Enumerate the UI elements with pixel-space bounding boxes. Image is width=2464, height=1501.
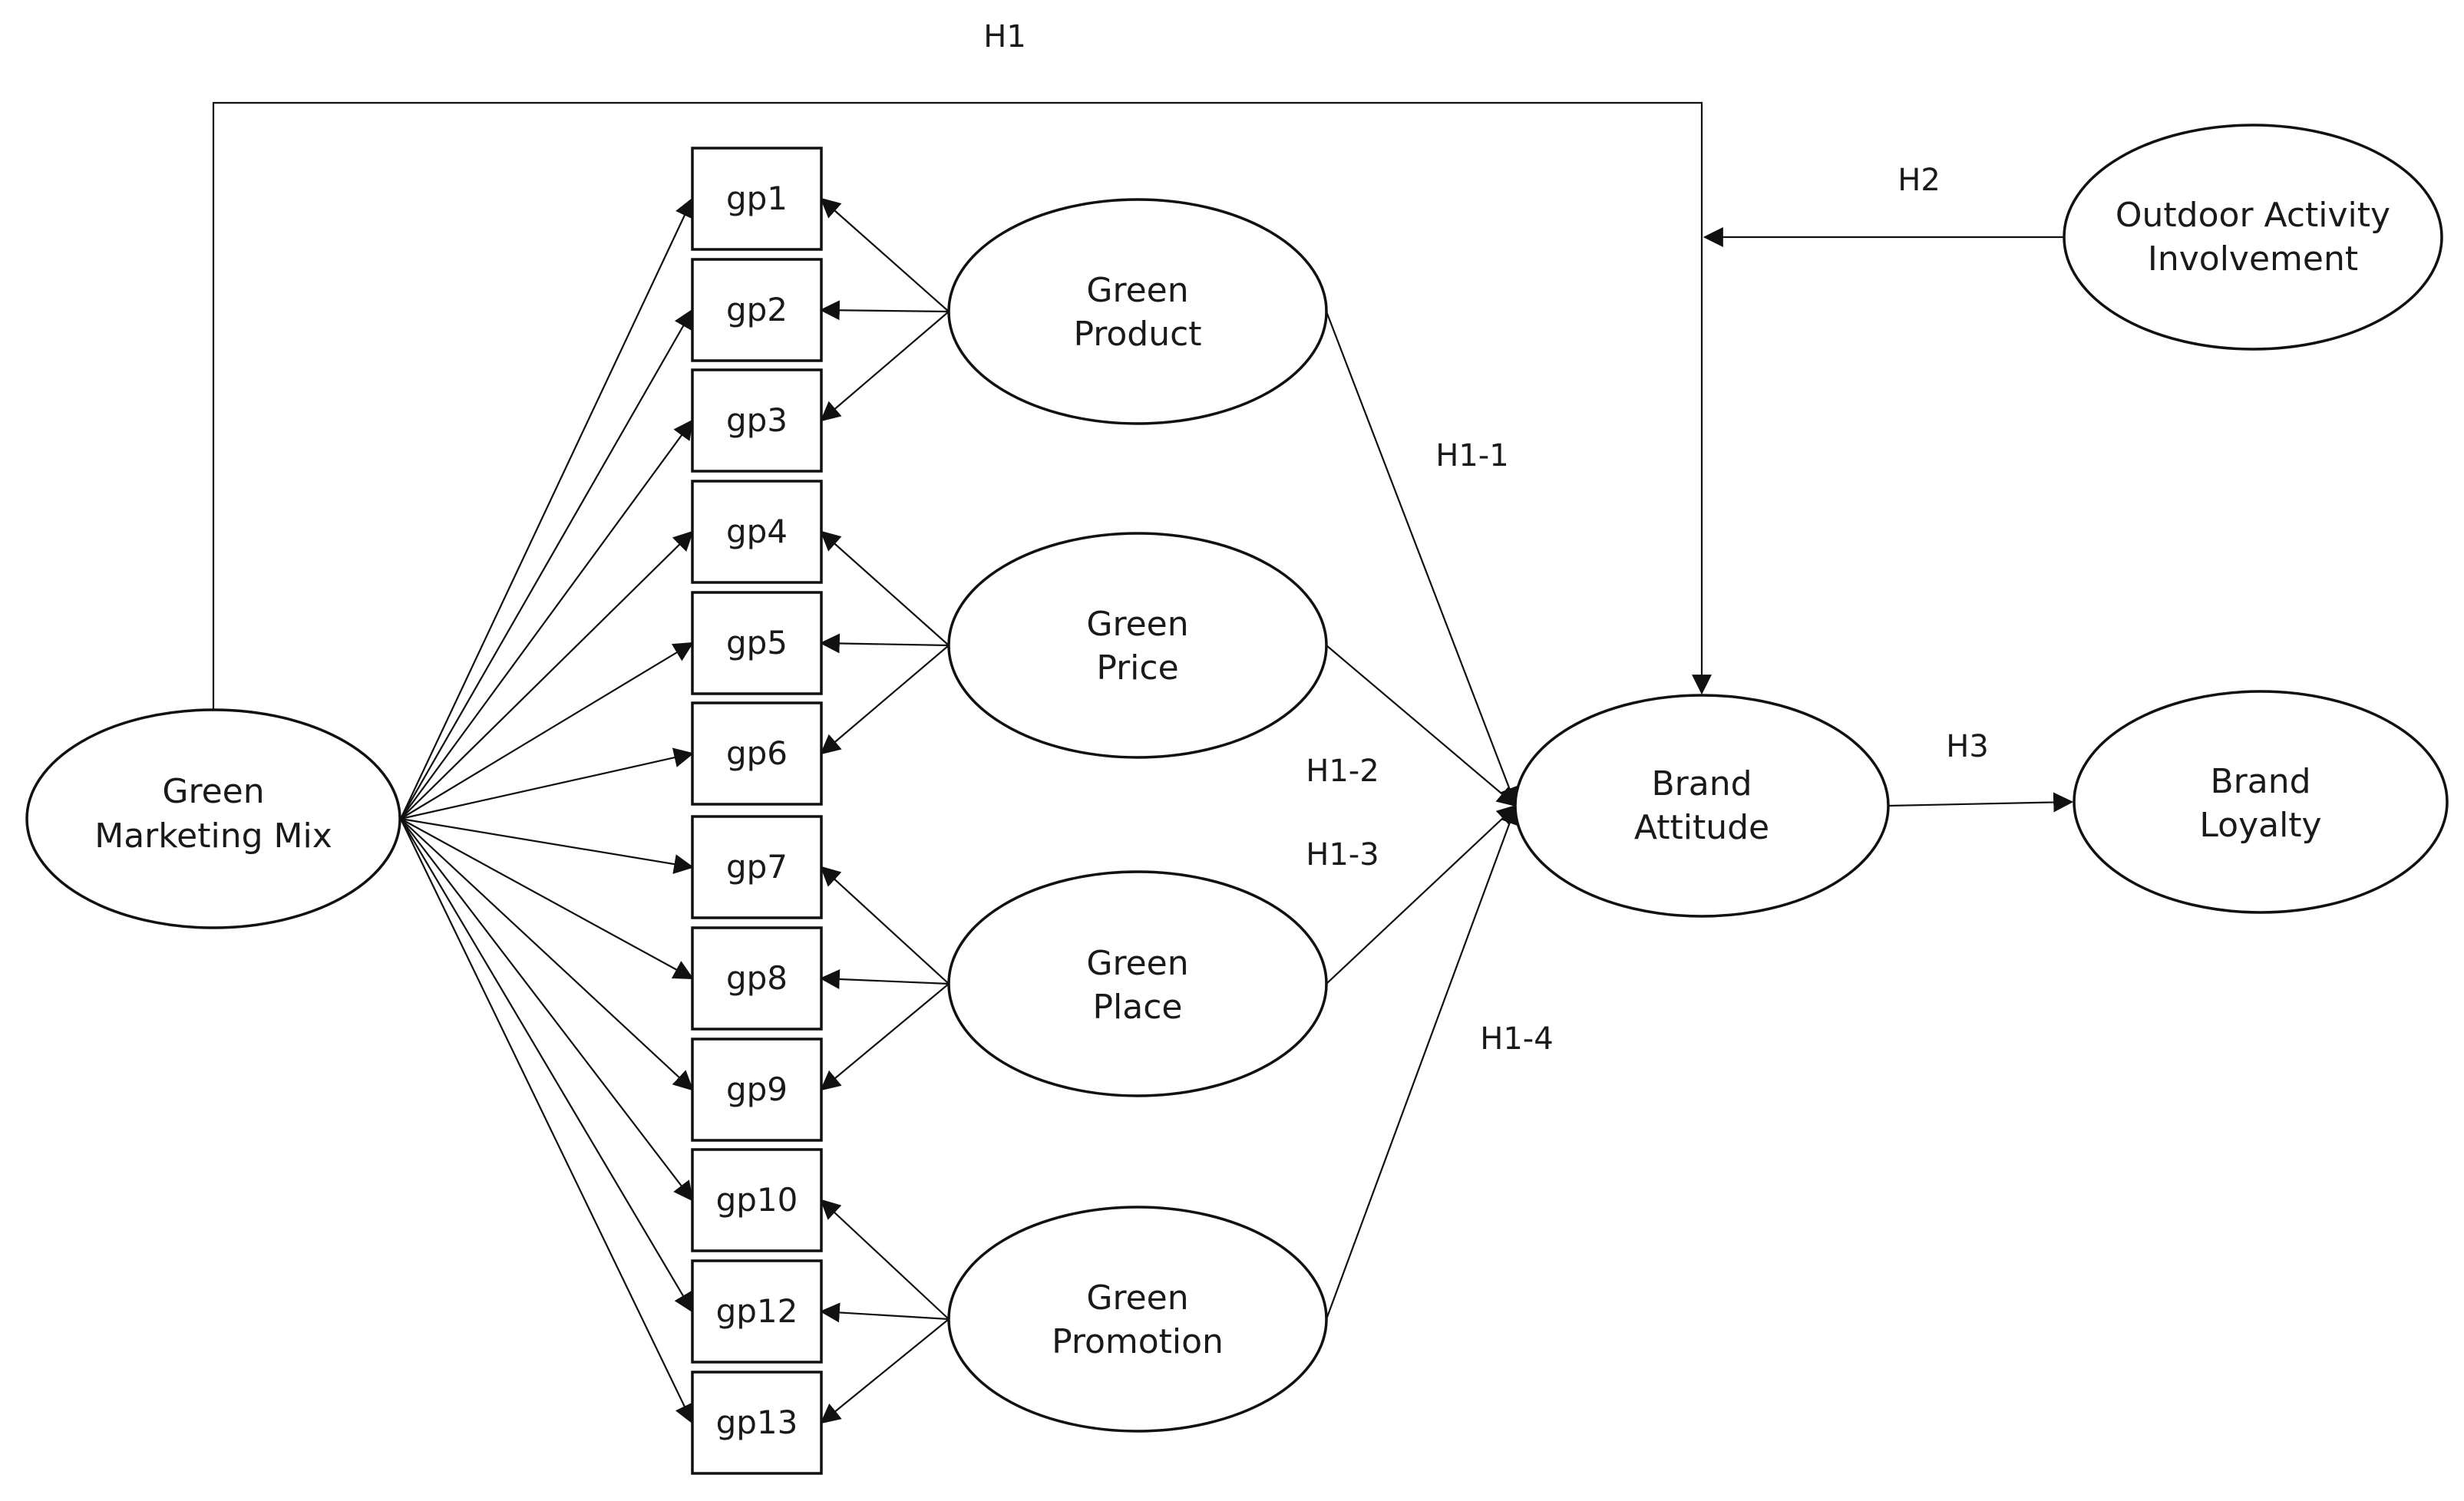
edge-green-promotion-to-gp10	[820, 1199, 950, 1320]
edge-green-product-to-gp2	[819, 300, 950, 321]
green-promotion-node: Green Promotion	[947, 1206, 1328, 1433]
indicator-boxes: gp1 gp2 gp3 gp4 gp5 gp6 gp7 gp8 gp9 gp10 gp12 gp13	[691, 147, 823, 1475]
edge-brand-attitude-to-brand-loyalty	[1888, 792, 2074, 813]
indicator-box-gp9: gp9	[691, 1038, 823, 1142]
indicator-label-gp10: gp10	[716, 1181, 798, 1219]
indicator-box-gp2: gp2	[691, 258, 823, 362]
hypothesis-label-h1: H1	[983, 19, 1026, 54]
brand-attitude-node: Brand Attitude	[1514, 694, 1890, 918]
edge-green-marketing-mix-to-gp10	[400, 818, 694, 1202]
indicator-box-gp10: gp10	[691, 1148, 823, 1252]
edge-green-marketing-mix-to-gp9	[400, 818, 694, 1091]
edge-green-marketing-mix-to-gp8	[400, 818, 694, 980]
edge-green-marketing-mix-to-gp7	[400, 817, 695, 874]
hypothesis-labels: H1 H2 H3 H1-1 H1-2 H1-3 H1-4	[983, 19, 1989, 1057]
green-promotion-line-1: Green	[1086, 1278, 1188, 1318]
indicator-label-gp8: gp8	[726, 959, 788, 997]
outdoor-activity-line-1: Outdoor Activity	[2116, 196, 2390, 235]
edge-green-product-to-brand-attitude	[1325, 311, 1519, 808]
edge-green-place-to-gp9	[820, 983, 950, 1091]
edge-green-marketing-mix-to-gp3	[400, 419, 694, 820]
hypothesis-label-h1-3: H1-3	[1306, 837, 1379, 873]
indicator-box-gp8: gp8	[691, 926, 823, 1031]
indicator-label-gp9: gp9	[726, 1070, 788, 1108]
indicator-label-gp1: gp1	[726, 180, 788, 217]
edge-green-marketing-mix-to-gp5	[400, 642, 694, 820]
edge-green-product-to-gp1	[820, 197, 950, 312]
green-marketing-mix-line-2: Marketing Mix	[94, 816, 332, 856]
edge-green-marketing-mix-to-gp12	[400, 818, 694, 1313]
edge-green-price-to-gp4	[820, 530, 950, 646]
indicator-box-gp12: gp12	[691, 1259, 823, 1364]
brand-loyalty-node: Brand Loyalty	[2073, 690, 2449, 914]
indicator-box-gp13: gp13	[691, 1371, 823, 1475]
green-promotion-line-2: Promotion	[1052, 1322, 1224, 1361]
edge-green-price-to-gp6	[820, 645, 950, 755]
indicator-label-gp13: gp13	[716, 1404, 798, 1441]
hypothesis-label-h1-2: H1-2	[1306, 754, 1379, 789]
indicator-label-gp6: gp6	[726, 734, 788, 772]
outdoor-activity-involvement-node: Outdoor Activity Involvement	[2063, 124, 2443, 351]
edge-green-price-to-gp5	[819, 633, 950, 654]
hypothesis-label-h1-4: H1-4	[1480, 1021, 1553, 1057]
green-marketing-mix-node: Green Marketing Mix	[25, 708, 401, 929]
indicator-label-gp2: gp2	[726, 291, 788, 328]
edge-green-promotion-to-gp12	[819, 1302, 950, 1323]
indicator-label-gp4: gp4	[726, 513, 788, 550]
green-product-node: Green Product	[947, 198, 1328, 425]
green-place-node: Green Place	[947, 870, 1328, 1097]
hypothesis-label-h1-1: H1-1	[1435, 438, 1508, 473]
edge-green-marketing-mix-to-gp2	[400, 308, 694, 820]
green-price-node: Green Price	[947, 532, 1328, 759]
construct-nodes: Green Marketing Mix Green Product Green …	[25, 124, 2449, 1433]
edge-green-promotion-to-brand-attitude	[1325, 803, 1519, 1320]
green-price-line-2: Price	[1096, 648, 1178, 688]
edge-green-marketing-mix-to-gp6	[400, 747, 695, 820]
brand-attitude-line-2: Attitude	[1634, 808, 1769, 847]
edge-green-marketing-mix-to-gp13	[400, 818, 694, 1424]
indicator-box-gp4: gp4	[691, 480, 823, 584]
indicator-label-gp5: gp5	[726, 624, 788, 661]
green-product-line-2: Product	[1073, 315, 1201, 354]
indicator-label-gp7: gp7	[726, 848, 788, 886]
indicator-box-gp6: gp6	[691, 701, 823, 806]
brand-loyalty-line-2: Loyalty	[2199, 806, 2321, 845]
edge-green-marketing-mix-to-gp4	[400, 530, 694, 820]
green-product-line-1: Green	[1086, 271, 1188, 310]
hypothesis-label-h2: H2	[1898, 163, 1940, 198]
edge-green-place-to-gp8	[819, 969, 950, 989]
green-place-line-1: Green	[1086, 944, 1188, 983]
brand-loyalty-line-1: Brand	[2210, 762, 2310, 801]
indicator-box-gp1: gp1	[691, 147, 823, 251]
indicator-box-gp7: gp7	[691, 815, 823, 919]
outdoor-activity-line-2: Involvement	[2148, 239, 2358, 279]
green-price-line-1: Green	[1086, 605, 1188, 644]
edge-green-price-to-brand-attitude	[1326, 645, 1518, 807]
hypothesis-label-h3: H3	[1946, 729, 1989, 764]
indicator-box-gp3: gp3	[691, 368, 823, 473]
edge-green-marketing-mix-to-brand-attitude	[212, 101, 1712, 710]
edge-green-marketing-mix-to-gp1	[400, 197, 694, 820]
edges-layer	[212, 101, 2074, 1424]
indicator-label-gp12: gp12	[716, 1292, 798, 1330]
edge-green-product-to-gp3	[820, 311, 950, 422]
indicator-box-gp5: gp5	[691, 591, 823, 695]
indicator-label-gp3: gp3	[726, 401, 788, 439]
green-marketing-mix-line-1: Green	[162, 772, 264, 811]
green-place-line-2: Place	[1093, 988, 1183, 1027]
edge-green-promotion-to-gp13	[820, 1318, 950, 1424]
edge-green-place-to-gp7	[820, 866, 950, 985]
edge-green-place-to-brand-attitude	[1326, 804, 1518, 985]
brand-attitude-line-1: Brand	[1651, 764, 1752, 803]
